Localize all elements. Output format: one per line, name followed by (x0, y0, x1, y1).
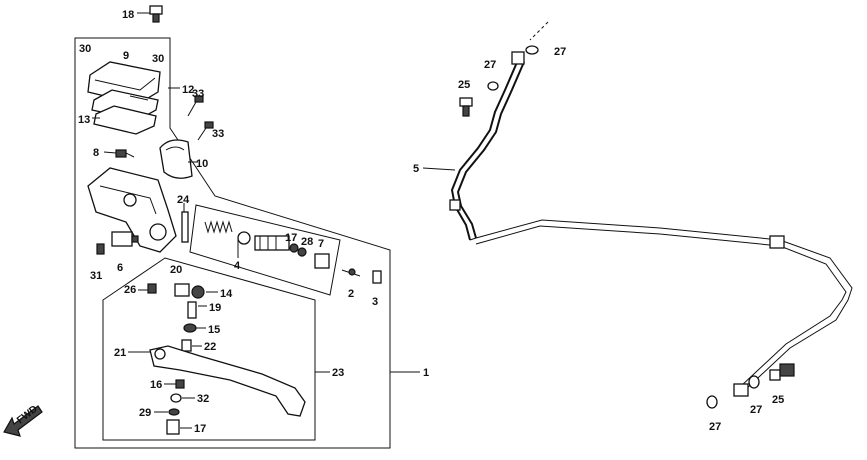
callout-4: 4 (234, 260, 241, 272)
callout-30-left: 30 (79, 43, 91, 55)
callout-33-bottom: 33 (212, 128, 224, 140)
part-33-screws (187, 95, 214, 141)
part-15-washer (183, 323, 197, 333)
callout-25-bottom: 25 (772, 394, 784, 406)
part-22-bush (181, 339, 192, 352)
callout-25-top: 25 (458, 79, 470, 91)
callout-2: 2 (348, 288, 354, 300)
part-29-washer (168, 408, 180, 416)
callout-32: 32 (197, 393, 209, 405)
part-26-nut (147, 283, 157, 294)
part-24-pin (181, 211, 189, 243)
part-27-washer-top (525, 45, 539, 55)
part-18-bolt (149, 5, 163, 23)
part-17-cap (166, 419, 180, 435)
part-master-cylinder-body (87, 167, 177, 253)
callout-20: 20 (170, 264, 182, 276)
part-27-washer-mid (487, 81, 499, 91)
callout-3: 3 (372, 296, 378, 308)
callout-14: 14 (220, 288, 233, 300)
callout-16: 16 (150, 379, 162, 391)
hose-assembly (449, 51, 853, 397)
part-piston-spring (204, 220, 251, 245)
callout-5: 5 (413, 163, 419, 175)
part-7-boot (314, 253, 330, 269)
callout-7: 7 (318, 238, 324, 250)
callout-6: 6 (117, 262, 123, 274)
leader-lines (92, 12, 456, 429)
part-17-28-cups (289, 243, 307, 257)
part-25-bolt-top (459, 97, 473, 117)
callout-28: 28 (301, 236, 313, 248)
part-8-screw (115, 149, 135, 158)
callout-12: 12 (182, 84, 194, 96)
part-piston (254, 235, 290, 251)
callout-9: 9 (123, 50, 129, 62)
callout-27-mid: 27 (484, 59, 496, 71)
part-16-pin (175, 379, 185, 389)
callout-15: 15 (208, 324, 220, 336)
callout-21: 21 (114, 347, 126, 359)
callout-26: 26 (124, 284, 136, 296)
part-2-pushrod (341, 268, 361, 277)
part-32-spring (170, 393, 182, 403)
callout-27-bottom-right: 27 (750, 404, 762, 416)
fwd-arrow: FWD (3, 404, 43, 437)
callout-31: 31 (90, 270, 102, 282)
callout-30-right: 30 (152, 53, 164, 65)
callout-17-upper: 17 (285, 232, 297, 244)
part-19-pivot (187, 301, 197, 319)
part-27-washer-bottom-left (706, 395, 718, 409)
callout-18: 18 (122, 9, 134, 21)
part-23-lever (149, 345, 306, 417)
callout-23: 23 (332, 367, 344, 379)
callout-29: 29 (139, 407, 151, 419)
callout-22: 22 (204, 341, 216, 353)
part-31-screw (96, 243, 105, 255)
callout-17-lower: 17 (194, 423, 206, 435)
callout-19: 19 (209, 302, 221, 314)
assembly-box-outline (74, 37, 391, 449)
callout-10: 10 (196, 158, 208, 170)
lever-box-outline (102, 257, 316, 441)
callout-27-top: 27 (554, 46, 566, 58)
part-27-washer-bottom-right (748, 375, 760, 389)
callout-27-bottom-left: 27 (709, 421, 721, 433)
callout-33-top: 33 (192, 88, 204, 100)
leader-dashed (529, 21, 549, 41)
part-13-diaphragm (93, 105, 157, 135)
callout-1: 1 (423, 367, 429, 379)
part-25-bolt-bottom (769, 363, 795, 381)
part-10-clamp-holder (159, 139, 193, 179)
piston-kit-box-outline (189, 204, 341, 296)
part-14-spring (191, 285, 205, 299)
callout-13: 13 (78, 114, 90, 126)
callout-24: 24 (177, 194, 190, 206)
callout-8: 8 (93, 147, 99, 159)
part-20-bolt (174, 283, 190, 297)
callout-labels: 18 30 9 30 12 13 33 33 8 10 24 4 17 28 7… (78, 9, 784, 435)
part-3-nut (372, 270, 382, 284)
part-6-switch (111, 231, 139, 247)
